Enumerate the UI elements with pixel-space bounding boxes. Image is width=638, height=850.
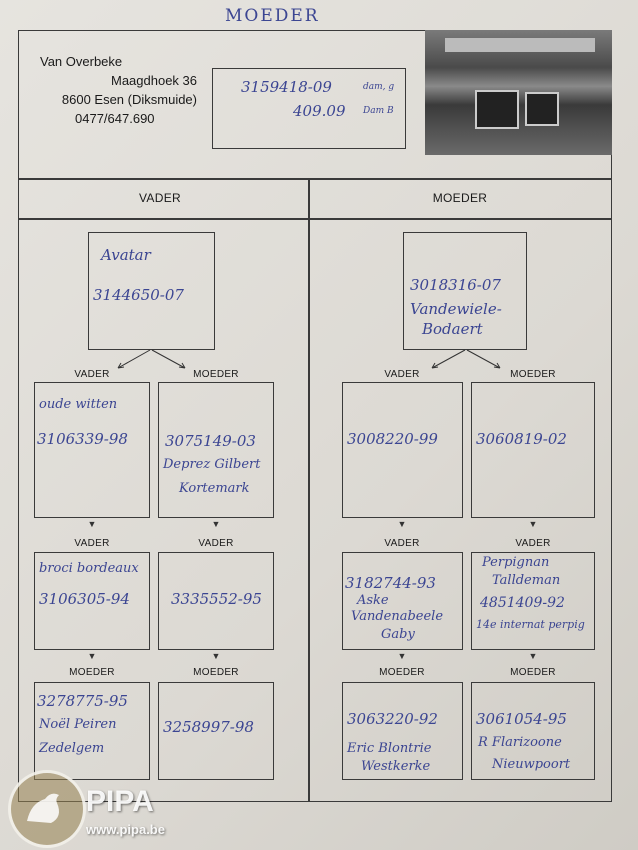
sd-sire-ring: 3335552-95	[171, 590, 262, 608]
label-moeder: MOEDER	[510, 369, 556, 380]
subject-ring: 3159418-09	[241, 78, 332, 96]
divider	[18, 178, 612, 180]
ds-dam-breeder: Eric Blontrie	[347, 741, 432, 756]
label-moeder: MOEDER	[510, 667, 556, 678]
header-vader: VADER	[139, 191, 181, 205]
ds-sire-breeder-3: Gaby	[381, 627, 415, 642]
sire-dam-box: 3075149-03 Deprez Gilbert Kortemark	[158, 382, 274, 518]
sd-dam-ring: 3258997-98	[163, 718, 254, 736]
label-vader: VADER	[198, 538, 234, 549]
dd-sire-breeder: Talldeman	[492, 573, 561, 588]
arrow-down-icon: ▼	[87, 519, 97, 529]
label-moeder: MOEDER	[379, 667, 425, 678]
ss-sire-ring: 3106305-94	[39, 590, 130, 608]
subject-ring-short: 409.09	[293, 102, 346, 120]
ds-dam-place: Westkerke	[361, 759, 431, 774]
ss-sire-name: broci bordeaux	[39, 561, 139, 576]
dam-sire-ring: 3008220-99	[347, 430, 438, 448]
header-moeder: MOEDER	[432, 191, 488, 205]
label-moeder: MOEDER	[69, 667, 115, 678]
sd-sire-box: 3335552-95	[158, 552, 274, 650]
ss-sire-box: broci bordeaux 3106305-94	[34, 552, 150, 650]
dd-sire-box: Perpignan Talldeman 4851409-92 14e inter…	[471, 552, 595, 650]
loft-photo	[425, 30, 612, 155]
owner-phone: 0477/647.690	[75, 111, 155, 126]
owner-city: 8600 Esen (Diksmuide)	[61, 92, 197, 107]
label-vader: VADER	[74, 538, 110, 549]
ds-sire-breeder-2: Vandenabeele	[351, 609, 444, 624]
ds-sire-ring: 3182744-93	[345, 574, 436, 592]
dd-sire-result: 14e internat perpig	[476, 618, 585, 631]
label-vader: VADER	[384, 369, 420, 380]
pedigree-frame	[18, 30, 612, 802]
sire-dam-ring: 3075149-03	[165, 432, 256, 450]
sire-dam-place: Kortemark	[179, 481, 250, 496]
pigeon-logo-icon	[8, 770, 86, 848]
owner-name: Van Overbeke	[40, 54, 123, 69]
sire-dam-breeder: Deprez Gilbert	[163, 457, 261, 472]
dam-sire-box: 3008220-99	[342, 382, 463, 518]
subject-box: 3159418-09 dam, g 409.09 Dam B	[212, 68, 406, 149]
ss-dam-place: Zedelgem	[39, 741, 105, 756]
ds-dam-box: 3063220-92 Eric Blontrie Westkerke	[342, 682, 463, 780]
sire-sire-box: oude witten 3106339-98	[34, 382, 150, 518]
watermark-brand: PIPA	[86, 785, 154, 818]
dam-dam-box: 3060819-02	[471, 382, 595, 518]
dd-sire-ring: 4851409-92	[480, 595, 565, 611]
arrow-down-icon: ▼	[397, 651, 407, 661]
sire-name: Avatar	[101, 246, 151, 264]
divider	[18, 218, 612, 220]
sd-dam-box: 3258997-98	[158, 682, 274, 780]
dam-dam-ring: 3060819-02	[476, 430, 567, 448]
sire-box: Avatar 3144650-07	[88, 232, 215, 350]
sire-sire-name: oude witten	[39, 397, 118, 412]
ds-dam-ring: 3063220-92	[347, 710, 438, 728]
dam-box: 3018316-07 Vandewiele- Bodaert	[403, 232, 527, 350]
ds-sire-box: 3182744-93 Aske Vandenabeele Gaby	[342, 552, 463, 650]
dam-ring: 3018316-07	[410, 276, 501, 294]
arrow-down-icon: ▼	[211, 651, 221, 661]
ss-dam-box: 3278775-95 Noël Peiren Zedelgem	[34, 682, 150, 780]
sire-sire-ring: 3106339-98	[37, 430, 128, 448]
dd-dam-ring: 3061054-95	[476, 710, 567, 728]
sire-ring: 3144650-07	[93, 286, 184, 304]
subject-note-2: Dam B	[363, 106, 394, 116]
label-vader: VADER	[384, 538, 420, 549]
arrow-down-icon: ▼	[87, 651, 97, 661]
owner-address: Van Overbeke Maagdhoek 36 8600 Esen (Dik…	[40, 52, 197, 128]
ss-dam-ring: 3278775-95	[37, 692, 128, 710]
label-moeder: MOEDER	[193, 667, 239, 678]
watermark-url: www.pipa.be	[86, 822, 165, 837]
dd-sire-race: Perpignan	[482, 555, 550, 570]
dd-dam-box: 3061054-95 R Flarizoone Nieuwpoort	[471, 682, 595, 780]
label-moeder: MOEDER	[193, 369, 239, 380]
label-vader: VADER	[515, 538, 551, 549]
ss-dam-breeder: Noël Peiren	[39, 717, 117, 732]
arrow-down-icon: ▼	[528, 651, 538, 661]
arrow-down-icon: ▼	[528, 519, 538, 529]
dam-name-2: Bodaert	[422, 320, 483, 338]
arrow-down-icon: ▼	[397, 519, 407, 529]
document-title: MOEDER	[225, 6, 320, 26]
owner-street: Maagdhoek 36	[110, 73, 197, 88]
ds-sire-breeder: Aske	[357, 593, 389, 608]
subject-note: dam, g	[363, 82, 395, 92]
label-vader: VADER	[74, 369, 110, 380]
dam-name: Vandewiele-	[410, 300, 502, 318]
dd-dam-place: Nieuwpoort	[492, 757, 571, 772]
divider	[308, 178, 310, 802]
dd-dam-breeder: R Flarizoone	[478, 735, 562, 750]
arrow-down-icon: ▼	[211, 519, 221, 529]
